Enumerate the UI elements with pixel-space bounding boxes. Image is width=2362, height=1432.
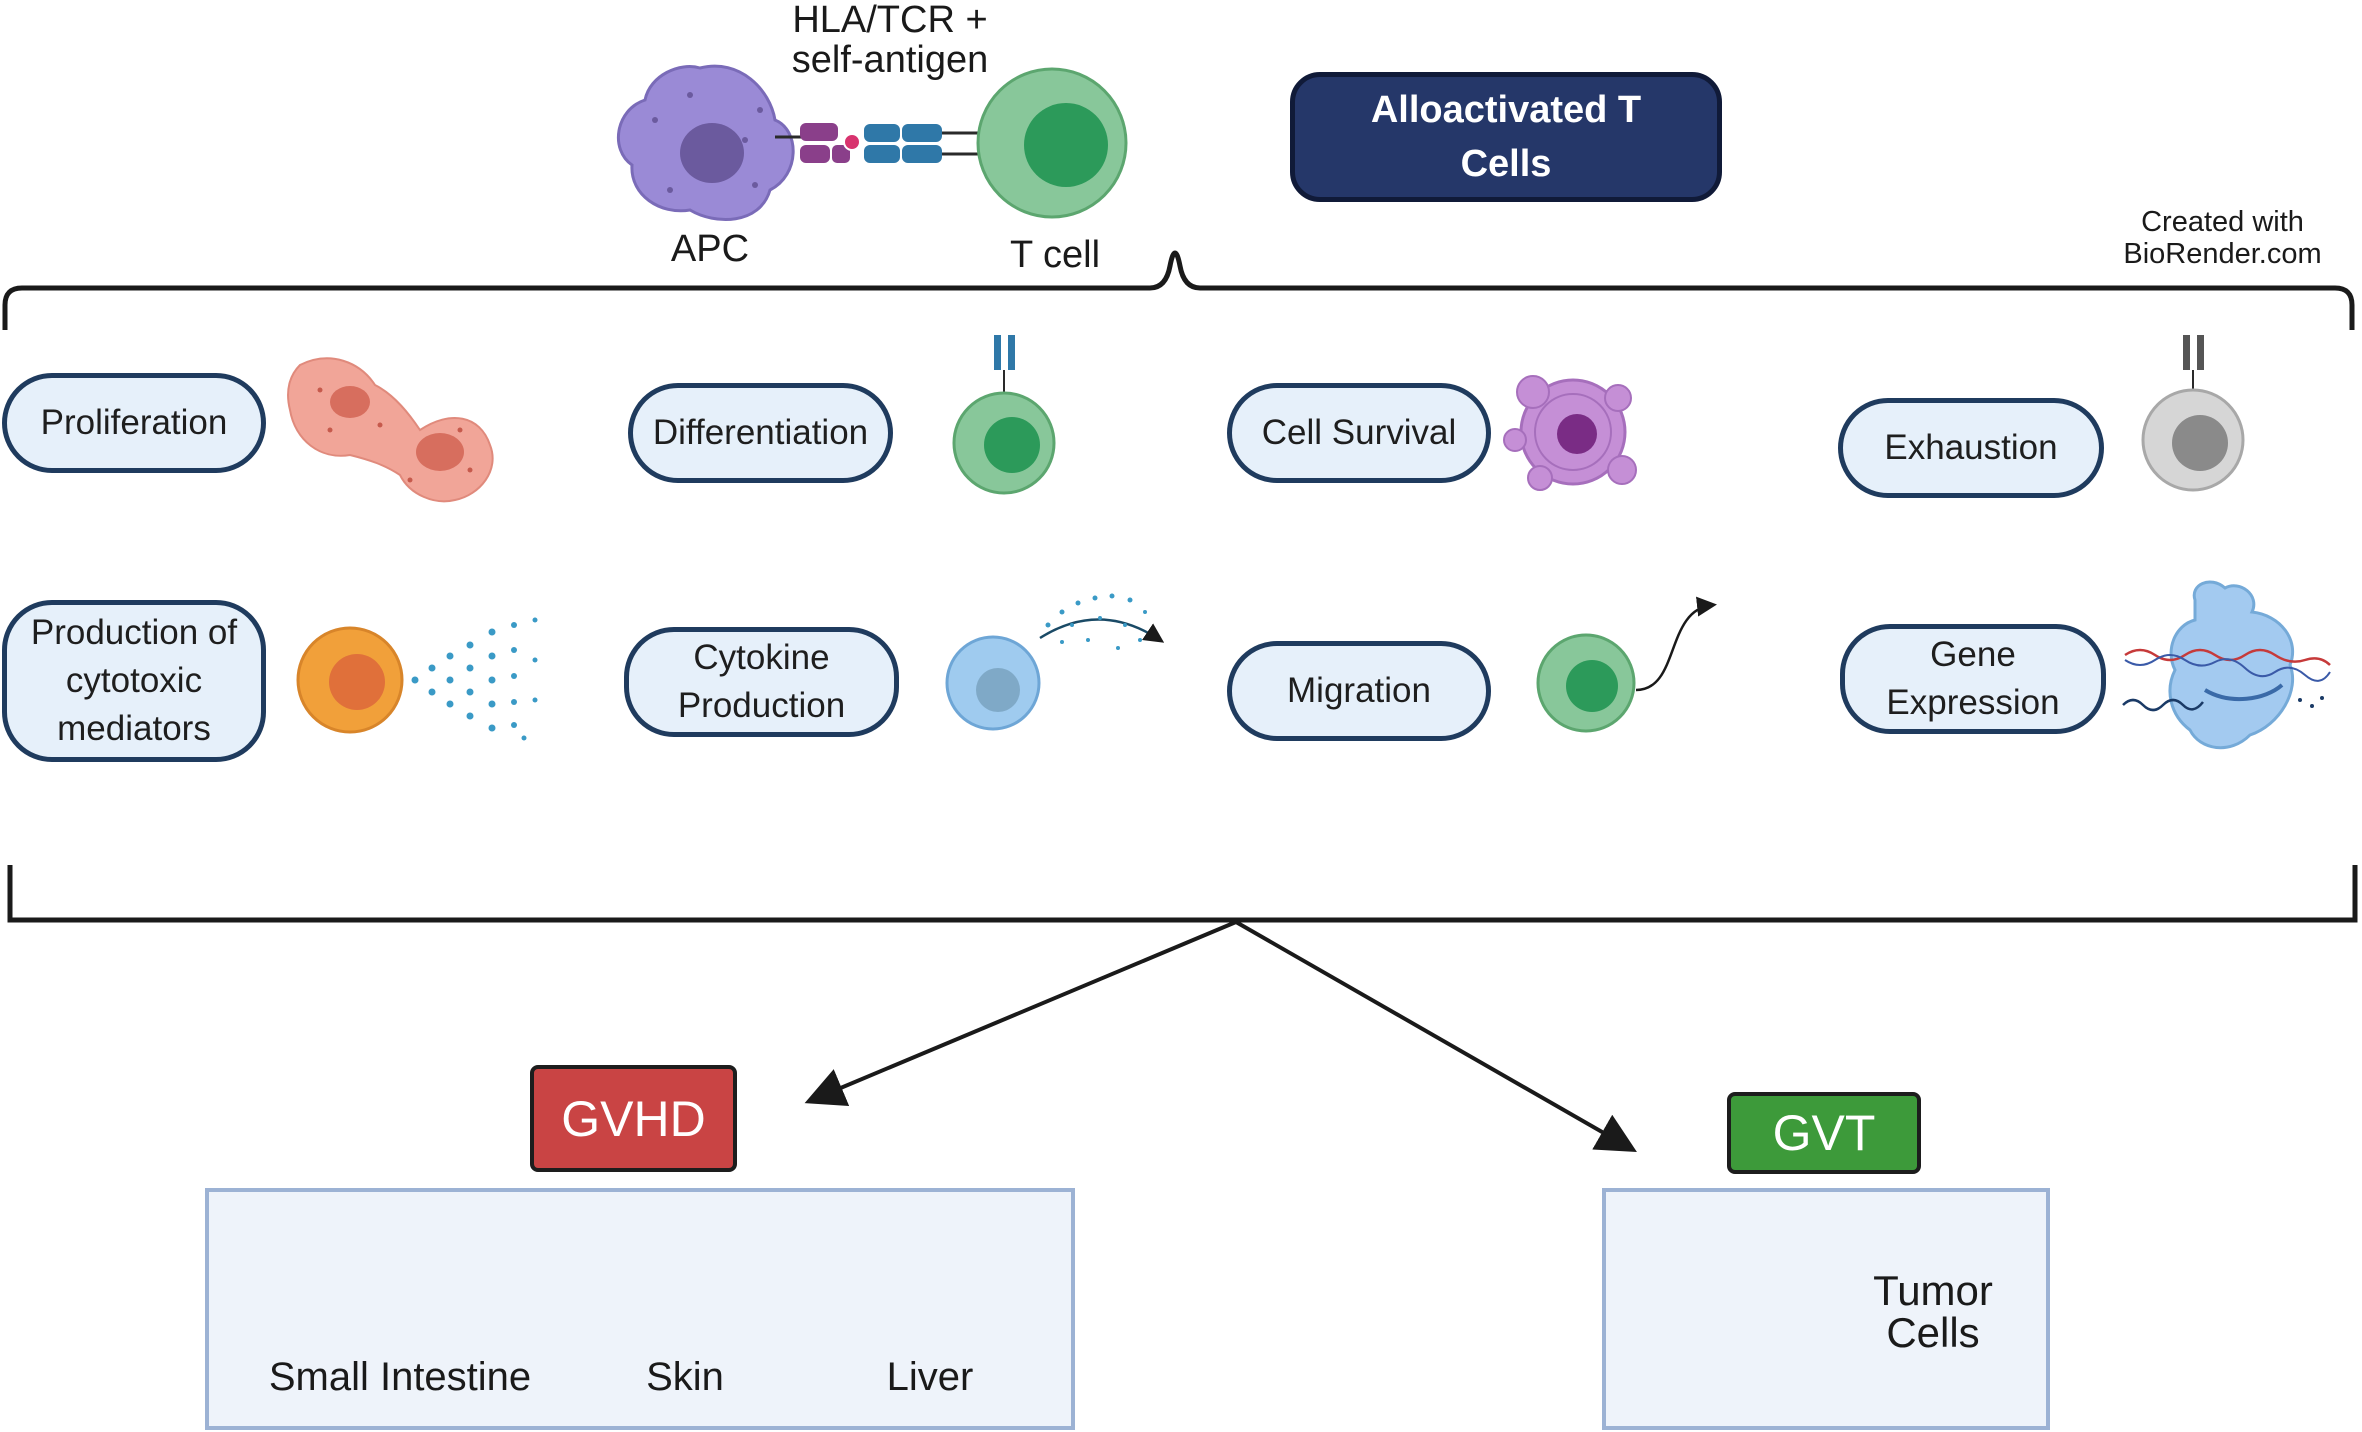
gvt-tumor-box <box>1602 1188 2050 1430</box>
pill-cytotoxic-text: Production of cytotoxic mediators <box>31 609 237 753</box>
lower-bracket <box>7 865 2358 923</box>
pill-cytokine-line2: Production <box>677 686 846 725</box>
pill-cytotoxic: Production of cytotoxic mediators <box>2 600 266 762</box>
pill-cytokine-text: Cytokine Production <box>678 634 845 730</box>
pill-exhaustion-text: Exhaustion <box>1884 428 2058 467</box>
pill-cytokine-line1: Cytokine <box>693 638 830 677</box>
hla-tcr-label: HLA/TCR + self-antigen <box>740 0 1040 80</box>
gene-expression-icon <box>2122 580 2331 750</box>
pill-gene-expression: Gene Expression <box>1840 624 2106 734</box>
gvhd-label: GVHD <box>561 1090 706 1147</box>
pill-migration-text: Migration <box>1287 671 1431 710</box>
cytokine-cell-icon <box>945 635 1041 731</box>
hla-tcr-complex-icon <box>775 123 990 163</box>
credit-line1: Created with <box>2141 206 2304 238</box>
cytotoxic-particles-icon <box>411 617 538 741</box>
tumor-cells-label: Tumor Cells <box>1848 1270 2018 1354</box>
organ-small-intestine: Small Intestine <box>268 1355 532 1399</box>
hla-tcr-line2: self-antigen <box>791 39 989 81</box>
gvhd-label-box: GVHD <box>530 1065 737 1172</box>
gvhd-organs-box <box>205 1188 1075 1430</box>
tumor-line1: Tumor <box>1873 1267 1993 1314</box>
pill-cytotoxic-line2: cytotoxic <box>65 661 203 700</box>
cytotoxic-cell-icon <box>296 626 404 734</box>
pill-differentiation-text: Differentiation <box>652 413 869 452</box>
hla-tcr-line1: HLA/TCR + <box>792 0 988 41</box>
pill-cell-survival: Cell Survival <box>1227 383 1491 483</box>
pill-exhaustion: Exhaustion <box>1838 398 2104 498</box>
pill-gene-line2: Expression <box>1886 683 2060 722</box>
pill-cytotoxic-line3: mediators <box>57 709 211 748</box>
pill-migration: Migration <box>1227 641 1491 741</box>
proliferation-cell-icon <box>287 357 494 503</box>
differentiation-cell-icon <box>952 335 1056 495</box>
apc-label: APC <box>670 228 750 270</box>
pill-cell-survival-text: Cell Survival <box>1261 413 1457 452</box>
arrow-to-gvt <box>1235 920 1637 1152</box>
pill-proliferation: Proliferation <box>2 373 266 473</box>
pill-cytokine: Cytokine Production <box>624 627 899 737</box>
organ-liver: Liver <box>886 1355 974 1399</box>
upper-brace <box>2 250 2355 330</box>
apc-cell-icon <box>616 64 795 221</box>
pill-cytotoxic-line1: Production of <box>30 613 238 652</box>
gvt-label-box: GVT <box>1727 1092 1921 1174</box>
arrow-to-gvhd <box>804 920 1237 1107</box>
pill-proliferation-text: Proliferation <box>40 403 228 442</box>
title-text: Alloactivated T Cells <box>1370 89 1642 185</box>
migration-cell-icon <box>1536 596 1717 733</box>
cytokine-particles-icon <box>1039 593 1165 650</box>
pill-differentiation: Differentiation <box>628 383 893 483</box>
title-box: Alloactivated T Cells <box>1290 72 1722 202</box>
gvt-label: GVT <box>1772 1105 1876 1161</box>
t-cell-icon <box>976 67 1128 219</box>
tumor-line2: Cells <box>1886 1309 1980 1356</box>
tcell-label: T cell <box>1009 234 1101 276</box>
cell-survival-icon <box>1503 375 1637 491</box>
exhaustion-cell-icon <box>2141 335 2245 492</box>
pill-gene-line1: Gene <box>1930 635 2016 674</box>
credit-label: Created with BioRender.com <box>2090 206 2355 270</box>
credit-line2: BioRender.com <box>2123 238 2322 270</box>
pill-gene-expression-text: Gene Expression <box>1886 631 2059 727</box>
organ-skin: Skin <box>646 1355 724 1399</box>
